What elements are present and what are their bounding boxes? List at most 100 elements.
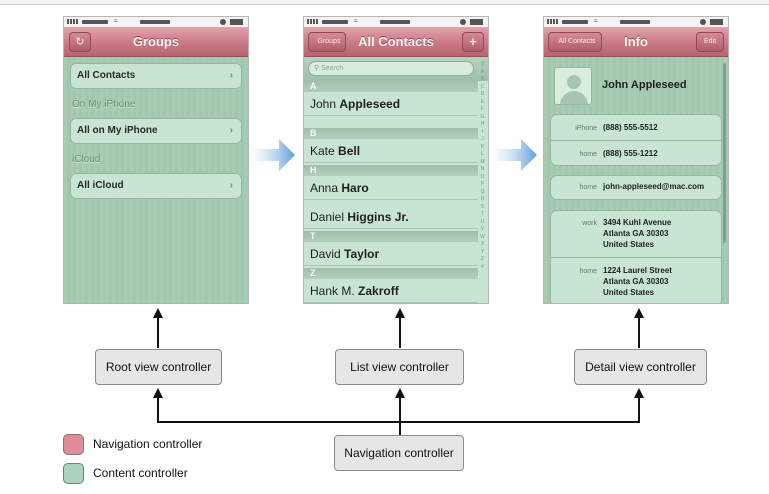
signal-icon [67, 19, 79, 24]
groups-content: All Contacts › On My iPhone All on My iP… [64, 57, 248, 303]
address-label: work [582, 220, 597, 227]
email-card: home john-appleseed@mac.com [550, 175, 722, 200]
address-line[interactable]: Atlanta GA 30303 [603, 229, 669, 238]
status-bar: ≈ [544, 17, 728, 27]
address-line[interactable]: 1224 Laurel Street [603, 266, 672, 275]
arrowhead-up-icon [634, 388, 644, 398]
nav-title: Groups [132, 34, 180, 49]
contact-photo-placeholder[interactable] [554, 67, 592, 105]
connector-nav-list [399, 395, 401, 435]
cell-all-contacts[interactable]: All Contacts › [70, 63, 242, 89]
connector-root [157, 315, 159, 348]
navigation-bar: All Contacts Info Edit [544, 27, 728, 57]
first-name: David [310, 247, 341, 261]
root-view-screen: ≈ ↻ Groups All Contacts › On My iPhone A… [63, 16, 249, 304]
person-head-icon [567, 75, 581, 89]
first-name: Hank M. [310, 284, 355, 298]
address-line[interactable]: Atlanta GA 30303 [603, 277, 669, 286]
section-header-h: H [304, 165, 478, 176]
first-name: Daniel [310, 210, 345, 224]
wifi-icon: ≈ [354, 18, 358, 25]
phone-value[interactable]: (888) 555-1212 [603, 149, 658, 158]
contact-row[interactable]: Kate Bell [304, 139, 478, 163]
address-line[interactable]: United States [603, 240, 655, 249]
carrier-placeholder [82, 20, 108, 24]
navigation-bar: ↻ Groups [64, 27, 248, 57]
section-header-b: B [304, 128, 478, 139]
top-border [0, 0, 769, 5]
last-name: Zakroff [358, 284, 399, 298]
last-name: Appleseed [339, 97, 401, 111]
arrowhead-up-icon [153, 308, 163, 318]
nav-title: Info [624, 34, 648, 49]
search-input[interactable]: ⚲ Search [308, 61, 474, 76]
arrowhead-up-icon [153, 388, 163, 398]
legend-label-content: Content controller [93, 466, 188, 480]
phone-value[interactable]: (888) 555-5512 [603, 123, 658, 132]
back-button-all-contacts[interactable]: All Contacts [548, 32, 602, 52]
nav-title: All Contacts [358, 34, 434, 49]
back-button-groups[interactable]: Groups [308, 32, 346, 52]
first-name: Kate [310, 144, 335, 158]
contacts-list: ⚲ Search A John Appleseed B Kate Bell H … [304, 57, 488, 303]
last-name: Taylor [344, 247, 380, 261]
time-placeholder [620, 20, 650, 24]
divider [551, 140, 721, 141]
legend-swatch-content [63, 463, 84, 484]
navigation-controller-box: Navigation controller [334, 435, 464, 471]
contact-row[interactable]: Daniel Higgins Jr. [304, 205, 478, 229]
first-name: Anna [310, 181, 339, 195]
section-index[interactable]: Q A B C D E F G H I J K L M N O P Q R S … [480, 61, 485, 270]
chevron-right-icon: › [229, 180, 233, 191]
wifi-icon: ≈ [594, 18, 598, 25]
connector-nav-root [157, 395, 159, 423]
group-header-icloud: iCloud [72, 154, 101, 165]
legend-label-navigation: Navigation controller [93, 437, 203, 451]
transition-arrow-1 [255, 139, 295, 171]
lock-icon [220, 19, 226, 25]
edit-button[interactable]: Edit [696, 32, 724, 52]
transition-arrow-2 [497, 139, 537, 171]
email-label: home [579, 184, 597, 191]
cell-label: All iCloud [77, 180, 124, 191]
contact-row[interactable]: Hank M. Zakroff [304, 279, 478, 303]
add-contact-button[interactable]: + [462, 32, 484, 52]
connector-detail [638, 315, 640, 348]
search-placeholder: Search [321, 65, 344, 72]
cell-all-on-iphone[interactable]: All on My iPhone › [70, 118, 242, 144]
last-name: Haro [341, 181, 369, 195]
cell-all-icloud[interactable]: All iCloud › [70, 173, 242, 199]
cell-label: All on My iPhone [77, 125, 158, 136]
person-body-icon [560, 91, 588, 104]
chevron-right-icon: › [229, 70, 233, 81]
phone-numbers-card: iPhone (888) 555-5512 home (888) 555-121… [550, 114, 722, 166]
refresh-button[interactable]: ↻ [69, 32, 91, 52]
scroll-indicator [723, 63, 726, 243]
arrowhead-up-icon [634, 308, 644, 318]
list-view-screen: ≈ Groups All Contacts + ⚲ Search A John … [303, 16, 489, 304]
contact-detail: John Appleseed iPhone (888) 555-5512 hom… [544, 57, 728, 303]
connector-list [399, 315, 401, 348]
cell-label: All Contacts [77, 70, 136, 81]
arrowhead-up-icon [395, 388, 405, 398]
root-view-controller-box: Root view controller [95, 349, 222, 385]
contact-row[interactable]: Anna Haro [304, 176, 478, 200]
status-bar: ≈ [304, 17, 488, 27]
first-name: John [310, 97, 337, 111]
status-bar: ≈ [64, 17, 248, 27]
email-value[interactable]: john-appleseed@mac.com [603, 182, 705, 191]
divider [551, 257, 721, 258]
connector-horizontal [157, 421, 640, 423]
phone-label: home [579, 151, 597, 158]
arrowhead-up-icon [395, 308, 405, 318]
section-header-t: T [304, 231, 478, 242]
address-line[interactable]: United States [603, 288, 655, 297]
address-line[interactable]: 3494 Kuhl Avenue [603, 218, 672, 227]
search-icon: ⚲ [314, 65, 320, 72]
navigation-bar: Groups All Contacts + [304, 27, 488, 57]
contact-row[interactable]: David Taylor [304, 242, 478, 266]
contact-row[interactable]: John Appleseed [304, 92, 478, 116]
connector-nav-detail [638, 395, 640, 423]
detail-view-controller-box: Detail view controller [574, 349, 707, 385]
battery-icon [470, 19, 483, 25]
